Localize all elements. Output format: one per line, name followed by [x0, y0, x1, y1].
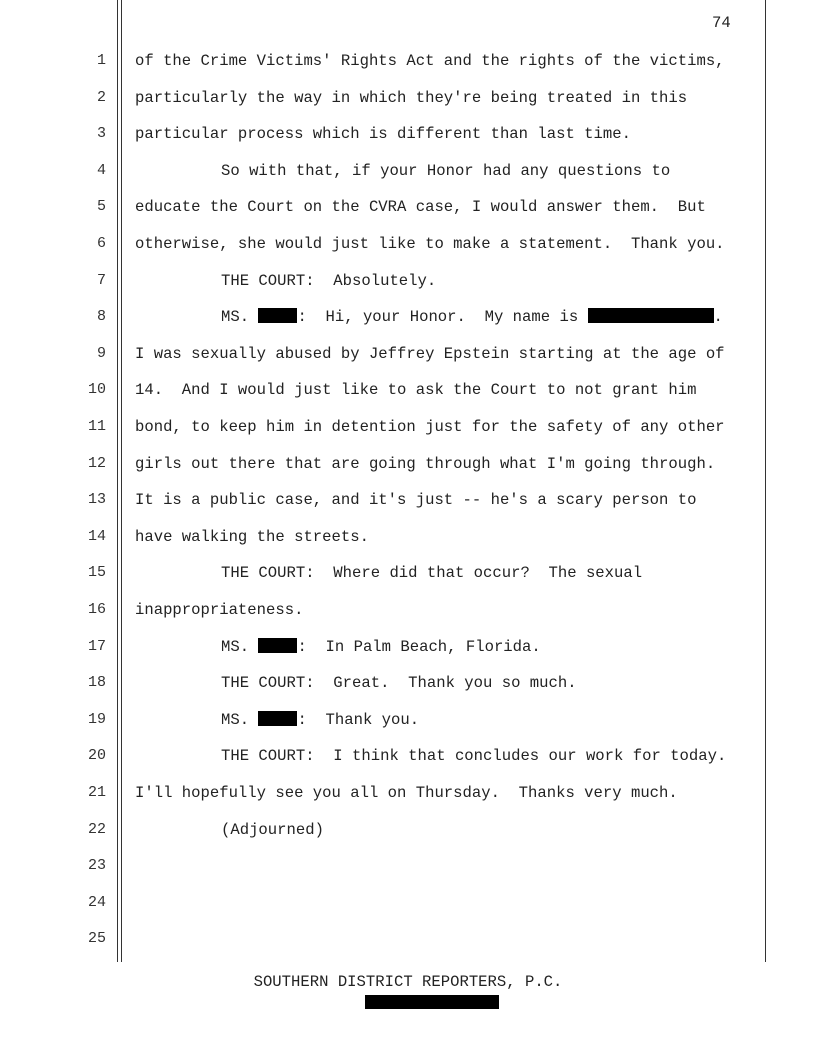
line-number: 8 — [96, 308, 106, 326]
line-number: 21 — [87, 784, 106, 801]
line-number: 6 — [96, 235, 106, 252]
transcript-line: girls out there that are going through w… — [135, 454, 716, 473]
transcript-line: I'll hopefully see you all on Thursday. … — [135, 784, 678, 802]
transcript-line: THE COURT: Great. Thank you so much. — [221, 674, 577, 693]
transcript-line: It is a public case, and it's just -- he… — [135, 491, 697, 510]
line-segment: MS. — [221, 637, 259, 656]
transcript-line: THE COURT: I think that concludes our wo… — [221, 747, 727, 766]
redaction-bar — [258, 710, 298, 726]
transcript-line: So with that, if your Honor had any ques… — [221, 161, 671, 180]
transcript-line: particularly the way in which they're be… — [135, 88, 688, 107]
line-segment: MS. — [221, 710, 259, 729]
transcript-line: educate the Court on the CVRA case, I wo… — [135, 198, 706, 217]
line-number: 4 — [96, 161, 106, 179]
transcript-line: MS. : Hi, your Honor. My name is . — [221, 308, 723, 326]
redaction-bar — [258, 308, 298, 324]
line-number: 25 — [87, 930, 106, 948]
redaction-bar — [365, 995, 499, 1009]
transcript-line: MS. : Thank you. — [221, 710, 420, 729]
line-number: 12 — [87, 454, 106, 472]
left-margin-rule-inner — [121, 0, 122, 962]
right-margin-rule — [765, 0, 766, 962]
line-segment: MS. — [221, 308, 259, 327]
line-number: 10 — [87, 381, 106, 399]
line-number: 2 — [96, 88, 106, 106]
transcript-line: MS. : In Palm Beach, Florida. — [221, 637, 541, 656]
transcript-line: (Adjourned) — [221, 820, 324, 839]
line-number: 17 — [87, 637, 106, 655]
line-number: 20 — [87, 747, 106, 765]
line-number: 19 — [87, 710, 106, 728]
transcript-line: have walking the streets. — [135, 527, 369, 546]
line-segment: . — [713, 308, 723, 327]
line-number: 13 — [87, 491, 106, 509]
transcript-line: particular process which is different th… — [135, 125, 631, 144]
redaction-bar — [258, 637, 298, 653]
transcript-line: I was sexually abused by Jeffrey Epstein… — [135, 344, 725, 363]
line-segment: : Hi, your Honor. My name is — [297, 308, 588, 327]
line-number: 22 — [87, 820, 106, 838]
footer-reporter: SOUTHERN DISTRICT REPORTERS, P.C. — [253, 973, 563, 991]
transcript-line: THE COURT: Absolutely. — [221, 271, 437, 290]
line-number: 14 — [87, 527, 106, 545]
line-number: 15 — [87, 564, 106, 582]
line-segment: : In Palm Beach, Florida. — [297, 637, 541, 656]
line-number: 11 — [87, 418, 106, 435]
line-number: 23 — [87, 857, 106, 875]
left-margin-rule-outer — [117, 0, 118, 962]
line-segment: : Thank you. — [297, 710, 420, 729]
page-number: 74 — [712, 14, 731, 32]
transcript-line: otherwise, she would just like to make a… — [135, 235, 725, 253]
transcript-line: inappropriateness. — [135, 601, 304, 619]
line-number: 24 — [87, 893, 106, 911]
line-number: 7 — [96, 271, 106, 289]
transcript-line: of the Crime Victims' Rights Act and the… — [135, 52, 725, 70]
line-number: 5 — [96, 198, 106, 216]
line-number: 18 — [87, 674, 106, 692]
line-number: 1 — [96, 52, 106, 69]
transcript-line: 14. And I would just like to ask the Cou… — [135, 381, 697, 400]
transcript-line: THE COURT: Where did that occur? The sex… — [221, 564, 643, 583]
redaction-bar — [587, 308, 714, 324]
transcript-line: bond, to keep him in detention just for … — [135, 418, 725, 436]
line-number: 9 — [96, 344, 106, 362]
line-number: 3 — [96, 125, 106, 143]
line-number: 16 — [87, 601, 106, 618]
